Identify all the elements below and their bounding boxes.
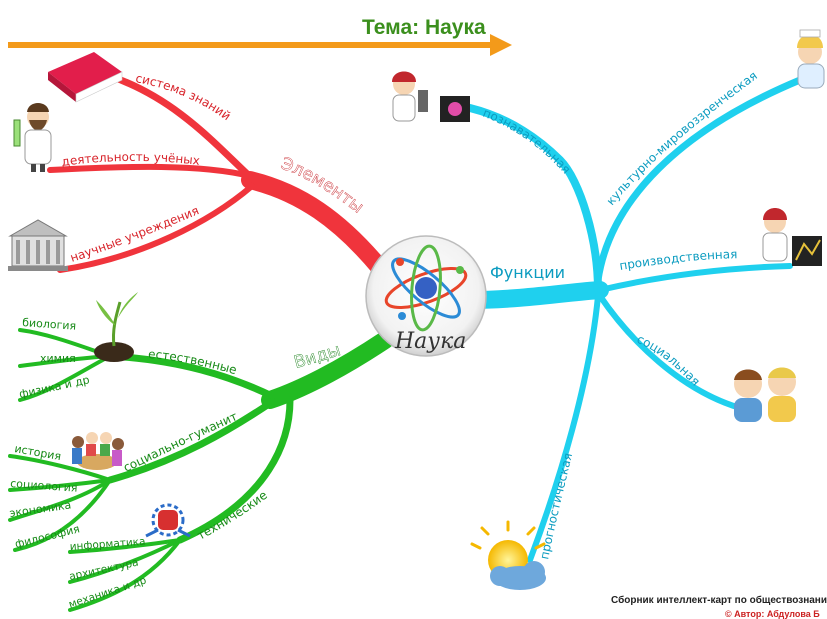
sprout-icon (94, 292, 138, 362)
page-title: Тема: Наука (362, 16, 486, 39)
branch-types (8, 328, 394, 612)
leaf-label-kulturno: культурно-мировоззренческая (604, 69, 760, 208)
atom-icon (384, 244, 468, 332)
center-label: Наука (394, 329, 466, 354)
footer-line-2: © Автор: Абдулова Б (725, 609, 820, 619)
book-icon (48, 52, 123, 103)
scientist-icon (13, 103, 52, 172)
children-icon (734, 367, 796, 422)
leaf-label-fizika: физика и др (18, 373, 91, 401)
leaf-label-sociologiya: социология (10, 477, 78, 495)
leaf-label-poznavatelnaya: познавательная (481, 106, 574, 177)
fist-gear-icon (145, 503, 191, 538)
sun-cloud-icon (470, 520, 546, 590)
center-node: Наука (365, 235, 487, 357)
leaf-label-himiya: химия (40, 352, 76, 365)
people-group-icon (72, 432, 124, 470)
branch-functions (461, 76, 804, 563)
leaf-label-deyatelnost: деятельность учёных (61, 150, 201, 169)
lab-worker-icon (762, 208, 822, 266)
footer-line-1: Сборник интеллект-карт по обществознани (611, 594, 827, 606)
leaf-label-biologiya: биология (22, 316, 77, 333)
building-icon (8, 219, 68, 271)
header-arrow (8, 34, 512, 56)
sub-label-socialno-gumanit: социально-гуманит (121, 409, 239, 475)
leaf-label-informatika: информатика (69, 536, 145, 553)
leaf-label-ekonomika: экономика (9, 498, 72, 520)
sub-label-tehnicheskie: технические (195, 488, 270, 543)
nurse-icon (797, 29, 825, 89)
leaf-label-socialnaya: социальная (635, 332, 703, 389)
sub-label-estestvennye: естественные (148, 347, 239, 377)
branch-label-functions: Функции (490, 263, 565, 282)
branch-elements (47, 72, 389, 277)
microscope-doctor-icon (392, 71, 470, 122)
